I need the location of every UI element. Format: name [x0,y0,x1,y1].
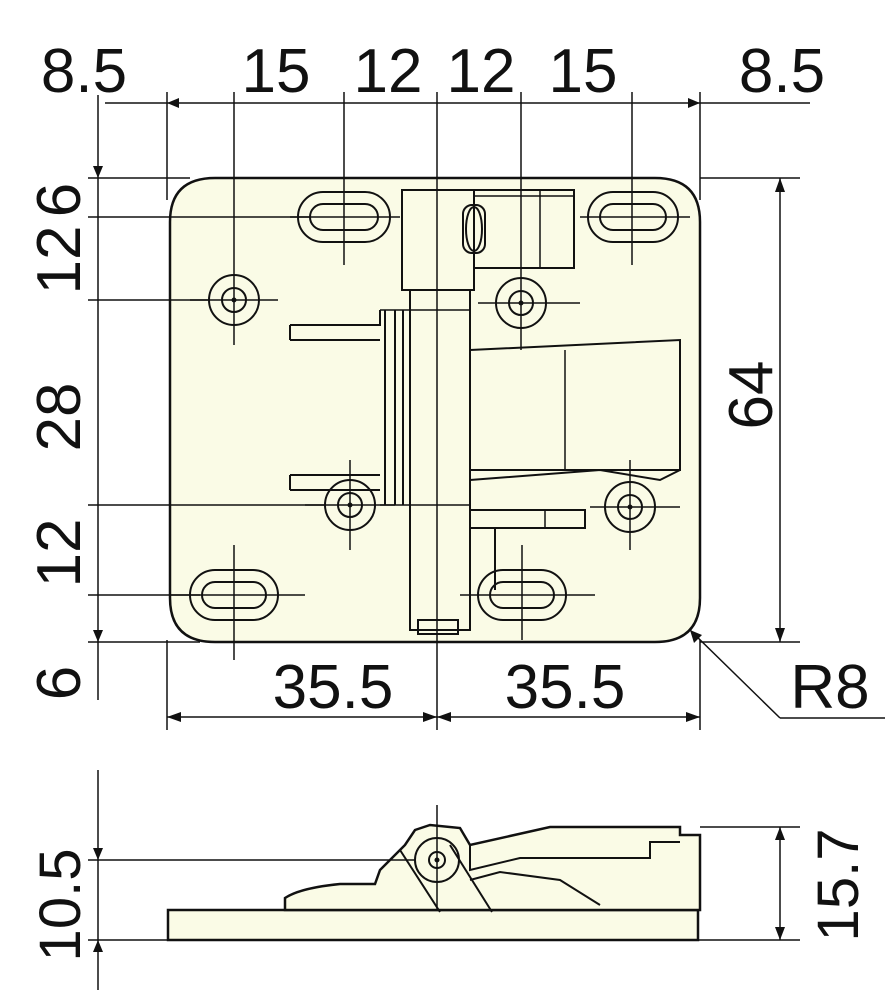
dim-top-3: 12 [354,37,423,106]
dim-height: 64 [717,361,786,430]
side-view: 10.5 15.7 [28,770,871,990]
dim-left-5: 6 [25,666,94,700]
dim-top-1: 8.5 [41,37,127,106]
hinge-plate [168,176,702,644]
dim-top-5: 15 [549,37,618,106]
dim-left-1: 12 [25,226,94,295]
dim-top-4: 12 [447,37,516,106]
dim-left-4: 12 [25,519,94,588]
dim-side-left: 10.5 [28,849,93,962]
dim-radius: R8 [790,653,869,722]
dimension-texts-top: 8.5 15 12 12 15 8.5 12 6 28 12 6 64 35.5… [25,37,870,722]
dim-left-3: 28 [25,383,94,452]
dim-top-2: 15 [242,37,311,106]
dim-left-2: 6 [25,183,94,217]
dim-bottom-right: 35.5 [505,653,626,722]
dimension-arrows [93,98,785,722]
dim-top-6: 8.5 [739,37,825,106]
dim-bottom-left: 35.5 [273,653,394,722]
center-lines [170,92,690,730]
top-view: 8.5 15 12 12 15 8.5 12 6 28 12 6 64 35.5… [25,37,885,730]
dim-side-right: 15.7 [806,829,871,942]
side-base-plate [166,908,700,942]
side-body [283,823,702,912]
